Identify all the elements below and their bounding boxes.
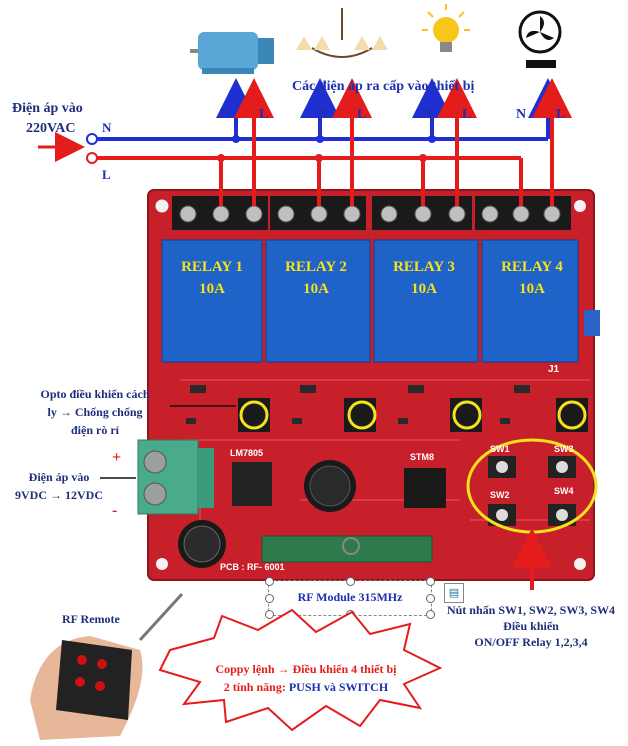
opto-note-line2: ly → Chống chống [47, 405, 143, 419]
rf-module-textbox[interactable]: RF Module 315MHz [265, 577, 435, 619]
opto-note-line1: Opto điều khiển cách [40, 387, 150, 401]
sw4-mark: SW4 [554, 486, 574, 496]
reg-mark: LM7805 [230, 448, 264, 458]
sw3-mark: SW3 [554, 444, 574, 454]
output1-n: N [220, 107, 231, 122]
relay-2-name: RELAY 2 [285, 259, 347, 275]
relay-1-label: RELAY 1 10A [162, 256, 262, 300]
relay-4-name: RELAY 4 [501, 259, 563, 275]
buttons-note-line2: Điều khiển [503, 619, 559, 633]
relay-4-rating: 10A [519, 281, 545, 297]
copy-note-line1: Coppy lệnh → Điều khiển 4 thiết bị [215, 662, 397, 676]
pcb-mark: PCB : RF- 6001 [220, 562, 285, 572]
fan-icon [518, 10, 562, 68]
dc-input-note: Điện áp vào 9VDC → 12VDC [4, 468, 114, 504]
opto-note: Opto điều khiển cách ly → Chống chống đi… [20, 385, 170, 439]
opto-note-line3: điện rò rỉ [71, 423, 119, 437]
resize-handle-r[interactable] [426, 594, 435, 603]
neutral-bus [86, 78, 568, 145]
output2-l: L [357, 107, 367, 122]
relay-2-rating: 10A [303, 281, 329, 297]
relay-3-label: RELAY 3 10A [374, 256, 474, 300]
relay-3-rating: 10A [411, 281, 437, 297]
chandelier-icon [296, 8, 388, 58]
resize-handle-tr[interactable] [426, 577, 435, 586]
output-caption: Các điện áp ra cấp vào thiết bị [292, 79, 475, 94]
motor-icon [190, 32, 274, 74]
j1-mark: J1 [548, 364, 560, 375]
supply-label-line1: Điện áp vào [12, 101, 83, 116]
relay-bodies [161, 239, 579, 363]
buttons-note-line3: ON/OFF Relay 1,2,3,4 [474, 635, 588, 649]
resize-handle-b[interactable] [346, 610, 355, 619]
supply-label-line2: 220VAC [26, 121, 76, 136]
output3-l: L [462, 107, 472, 122]
components [137, 310, 600, 568]
output2-n: N [318, 107, 329, 122]
relay-2-label: RELAY 2 10A [266, 256, 366, 300]
output4-n: N [516, 107, 527, 122]
buttons-note: Nút nhấn SW1, SW2, SW3, SW4 Điều khiển O… [438, 602, 624, 650]
resize-handle-br[interactable] [426, 610, 435, 619]
supply-l-label: L [102, 167, 111, 182]
copy-note-line2-prefix: 2 tính năng: [223, 680, 289, 694]
resize-handle-bl[interactable] [265, 610, 274, 619]
layout-options-icon[interactable]: ▤ [444, 583, 464, 603]
copy-note: Coppy lệnh → Điều khiển 4 thiết bị 2 tín… [196, 660, 416, 696]
output3-n: N [423, 107, 434, 122]
relay-3-name: RELAY 3 [393, 259, 455, 275]
dc-input-line1: Điện áp vào [28, 470, 90, 484]
live-bus [86, 78, 572, 206]
sw1-mark: SW1 [490, 444, 510, 454]
resize-handle-l[interactable] [265, 594, 274, 603]
output1-l: L [259, 107, 269, 122]
dc-plus: + [112, 449, 122, 466]
rf-module-label: RF Module 315MHz [297, 590, 403, 604]
resize-handle-t[interactable] [346, 577, 355, 586]
resize-handle-tl[interactable] [265, 577, 274, 586]
relay-1-name: RELAY 1 [181, 259, 243, 275]
copy-note-line2-em: PUSH và SWITCH [288, 680, 389, 694]
relay-1-rating: 10A [199, 281, 225, 297]
output4-l: L [556, 107, 566, 122]
buttons-note-line1: Nút nhấn SW1, SW2, SW3, SW4 [446, 603, 616, 617]
copy-note-line2: 2 tính năng: PUSH và SWITCH [196, 678, 416, 696]
rf-remote-label: RF Remote [62, 612, 120, 626]
dc-minus: - [112, 502, 118, 519]
bulb-icon [422, 4, 470, 52]
relay-4-label: RELAY 4 10A [482, 256, 582, 300]
dc-input-line2: 9VDC → 12VDC [15, 488, 103, 502]
chip-mark: STM8 [410, 452, 435, 462]
supply-n-label: N [102, 120, 112, 135]
rotate-handle[interactable] [342, 537, 360, 555]
sw2-mark: SW2 [490, 490, 510, 500]
